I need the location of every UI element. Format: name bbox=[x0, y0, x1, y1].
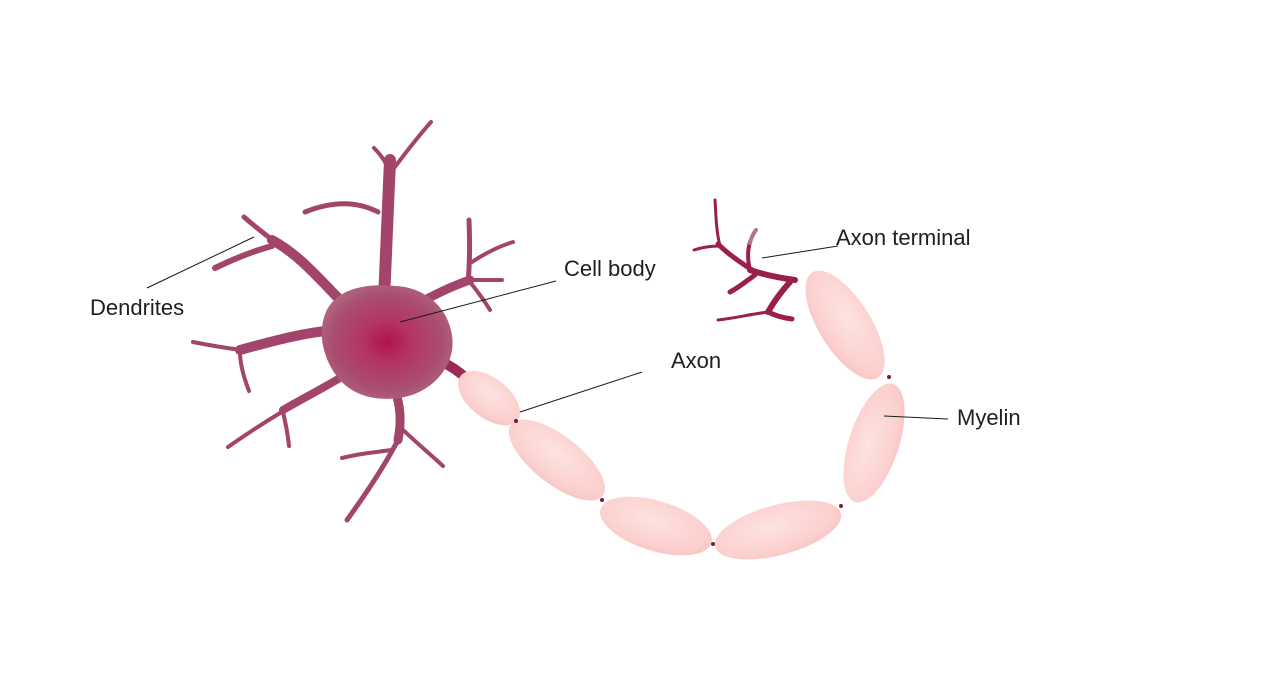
dendrite-upper-left-branch bbox=[212, 243, 275, 271]
dendrite-right-branch-up2 bbox=[470, 240, 515, 264]
leader-line-dendrites bbox=[146, 236, 255, 289]
label-myelin: Myelin bbox=[957, 405, 1021, 430]
node-of-ranvier bbox=[514, 419, 518, 423]
leader-line-myelin bbox=[883, 415, 949, 420]
node-of-ranvier bbox=[711, 542, 715, 546]
node-of-ranvier bbox=[887, 375, 891, 379]
dendrite-upper-branch-left bbox=[372, 146, 391, 172]
dendrite-upper-side bbox=[302, 201, 381, 215]
terminal-branch-mid-tip bbox=[748, 228, 758, 245]
dendrite-lower-left-tip bbox=[226, 408, 287, 449]
myelin-segment bbox=[508, 419, 606, 501]
terminal-branch-mid bbox=[746, 240, 752, 272]
myelin-segment bbox=[843, 383, 905, 503]
cell-body bbox=[321, 285, 453, 399]
dendrite-right-branch-down bbox=[468, 280, 492, 312]
myelin-segment bbox=[458, 370, 520, 426]
terminal-branch-lower bbox=[727, 272, 758, 295]
dendrite-bottom-branch-right bbox=[396, 423, 445, 468]
dendrite-left-tip bbox=[191, 340, 244, 352]
terminal-branch-lower2 bbox=[765, 279, 793, 315]
leader-lines bbox=[146, 236, 949, 420]
dendrite-upper-left bbox=[267, 235, 350, 310]
dendrite-upper bbox=[378, 154, 396, 306]
dendrites bbox=[191, 120, 515, 523]
dendrite-bottom-tip bbox=[344, 437, 401, 523]
terminal-branch-lower2-a bbox=[716, 310, 770, 322]
node-of-ranvier bbox=[600, 498, 604, 502]
dendrite-left bbox=[235, 325, 340, 355]
terminal-branch-upper-tip bbox=[713, 198, 722, 248]
label-axon: Axon bbox=[671, 348, 722, 373]
leader-line-axon-terminal bbox=[761, 245, 839, 259]
myelin-sheath bbox=[458, 270, 905, 560]
myelin-segment bbox=[714, 500, 842, 560]
dendrite-right bbox=[420, 275, 475, 305]
leader-line-cell-body bbox=[399, 280, 557, 323]
label-axon-terminal: Axon terminal bbox=[836, 225, 971, 250]
label-cell-body: Cell body bbox=[564, 256, 656, 281]
nodes-of-ranvier bbox=[514, 375, 891, 546]
dendrite-right-branch-up bbox=[465, 217, 473, 285]
label-dendrites: Dendrites bbox=[90, 295, 185, 320]
myelin-segment bbox=[600, 496, 712, 556]
myelin-segment bbox=[805, 270, 885, 380]
terminal-branch-lower2-b bbox=[765, 309, 795, 322]
dendrite-lower-left-branch bbox=[281, 410, 291, 448]
dendrite-upper-branch-right bbox=[387, 120, 433, 177]
leader-line-axon bbox=[519, 371, 643, 413]
terminal-branch-upper-left bbox=[692, 244, 722, 252]
axon-terminal bbox=[692, 198, 798, 322]
dendrite-lower-left bbox=[279, 371, 349, 414]
dendrite-left-branch bbox=[238, 350, 251, 393]
dendrite-upper-left-tip bbox=[241, 214, 278, 245]
node-of-ranvier bbox=[839, 504, 843, 508]
dendrite-bottom-branch-left bbox=[340, 448, 394, 460]
